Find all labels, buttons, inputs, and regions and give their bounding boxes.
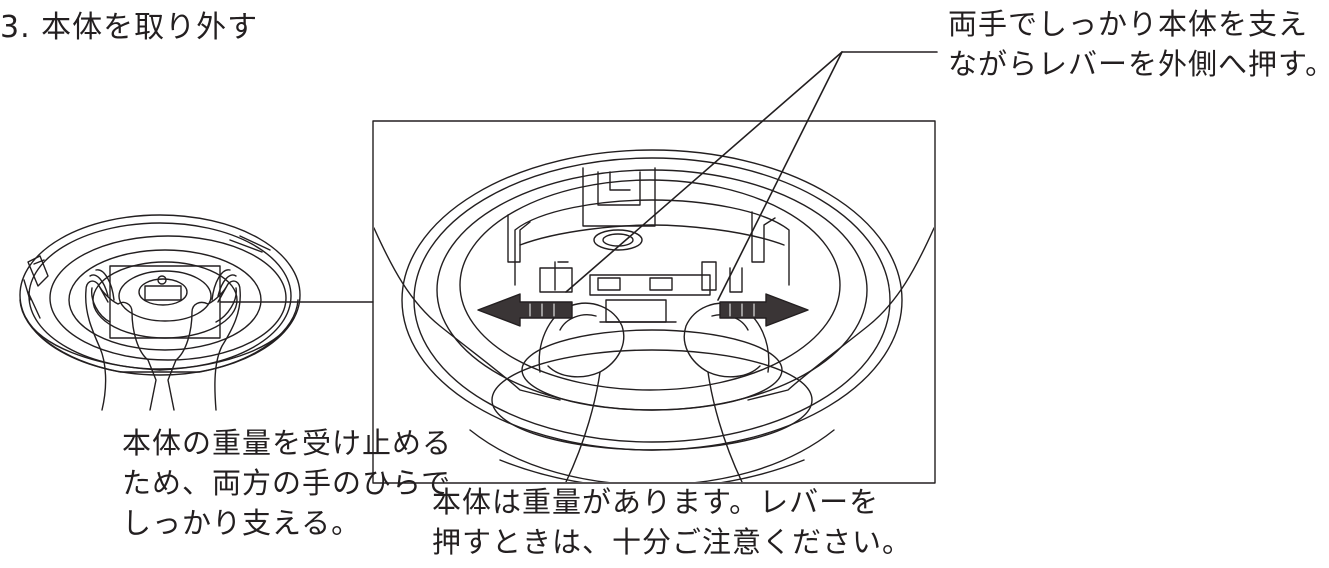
instruction-lever-note: 両手でしっかり本体を支え ながらレバーを外側へ押す。	[948, 4, 1329, 84]
lever-leader-lines	[565, 51, 938, 301]
instruction-lever-line-1: 両手でしっかり本体を支え	[948, 7, 1309, 41]
push-arrow-right	[719, 293, 809, 327]
hand-left-overview	[84, 269, 157, 411]
fixture-body-detail	[401, 149, 903, 482]
detail-frame	[372, 120, 936, 484]
instruction-support-line-3: しっかり支える。	[122, 506, 362, 540]
instruction-support-note: 本体の重量を受け止める ため、両方の手のひらで しっかり支える。	[122, 423, 452, 543]
overview-figure	[19, 214, 374, 411]
fixture-body-overview	[19, 214, 301, 376]
hand-right-overview	[167, 269, 241, 411]
caution-weight-line-1: 本体は重量があります。レバーを	[432, 485, 880, 519]
caution-weight-note: 本体は重量があります。レバーを 押すときは、十分ご注意ください。	[432, 482, 912, 562]
instruction-lever-line-2: ながらレバーを外側へ押す。	[948, 47, 1329, 81]
detail-figure	[374, 149, 934, 482]
step-title: 3. 本体を取り外す	[0, 10, 259, 45]
hand-right-detail	[683, 227, 934, 482]
caution-weight-line-2: 押すときは、十分ご注意ください。	[432, 525, 913, 559]
push-arrow-left	[477, 293, 573, 327]
hand-left-detail	[374, 227, 625, 482]
instruction-support-line-1: 本体の重量を受け止める	[122, 426, 453, 460]
